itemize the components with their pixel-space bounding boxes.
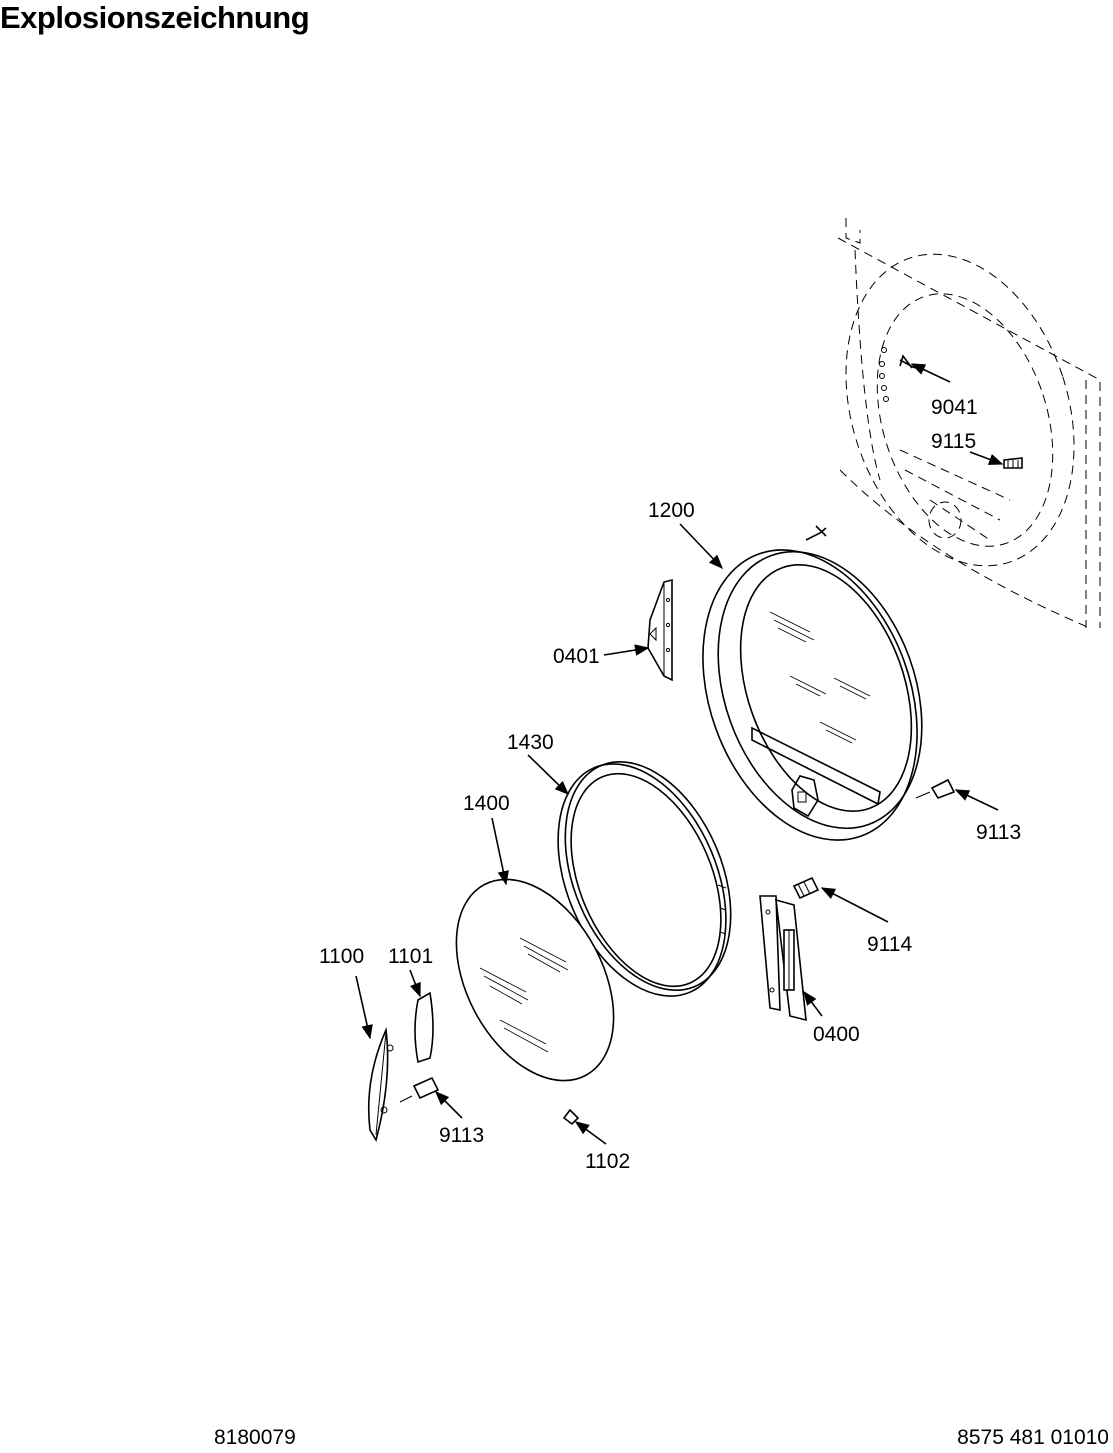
glass-pane-1400	[455, 878, 615, 1082]
callout-0401: 0401	[553, 645, 600, 668]
callout-1101: 1101	[388, 945, 433, 968]
callout-9115: 9115	[931, 430, 976, 453]
callout-1430: 1430	[507, 731, 554, 754]
callout-1200: 1200	[648, 499, 695, 522]
screw-9113-right	[915, 778, 956, 799]
footer-right-code: 8575 481 01010	[957, 1426, 1109, 1449]
leader-lines	[355, 363, 1004, 1145]
callout-9114: 9114	[867, 933, 912, 956]
callout-1102: 1102	[585, 1150, 630, 1173]
callout-9041: 9041	[931, 396, 978, 419]
screw-9114	[792, 876, 820, 900]
handle-1100	[367, 1026, 394, 1143]
door-ring-1200	[702, 525, 923, 841]
clip-1102	[562, 1108, 580, 1126]
hinge-0400	[759, 895, 807, 1022]
callout-1100: 1100	[319, 945, 364, 968]
callout-1400: 1400	[463, 792, 510, 815]
screw-9113-left	[399, 1076, 440, 1103]
callout-0400: 0400	[813, 1023, 860, 1046]
handle-insert-1101	[414, 991, 434, 1064]
page-title: Explosionszeichnung	[0, 0, 310, 35]
footer-left-code: 8180079	[214, 1426, 296, 1449]
seal-ring-1430	[557, 761, 732, 997]
callout-9113-left: 9113	[439, 1124, 484, 1147]
bracket-0401	[647, 578, 673, 682]
callout-9113-right: 9113	[976, 821, 1021, 844]
cabinet-outline	[837, 218, 1101, 629]
